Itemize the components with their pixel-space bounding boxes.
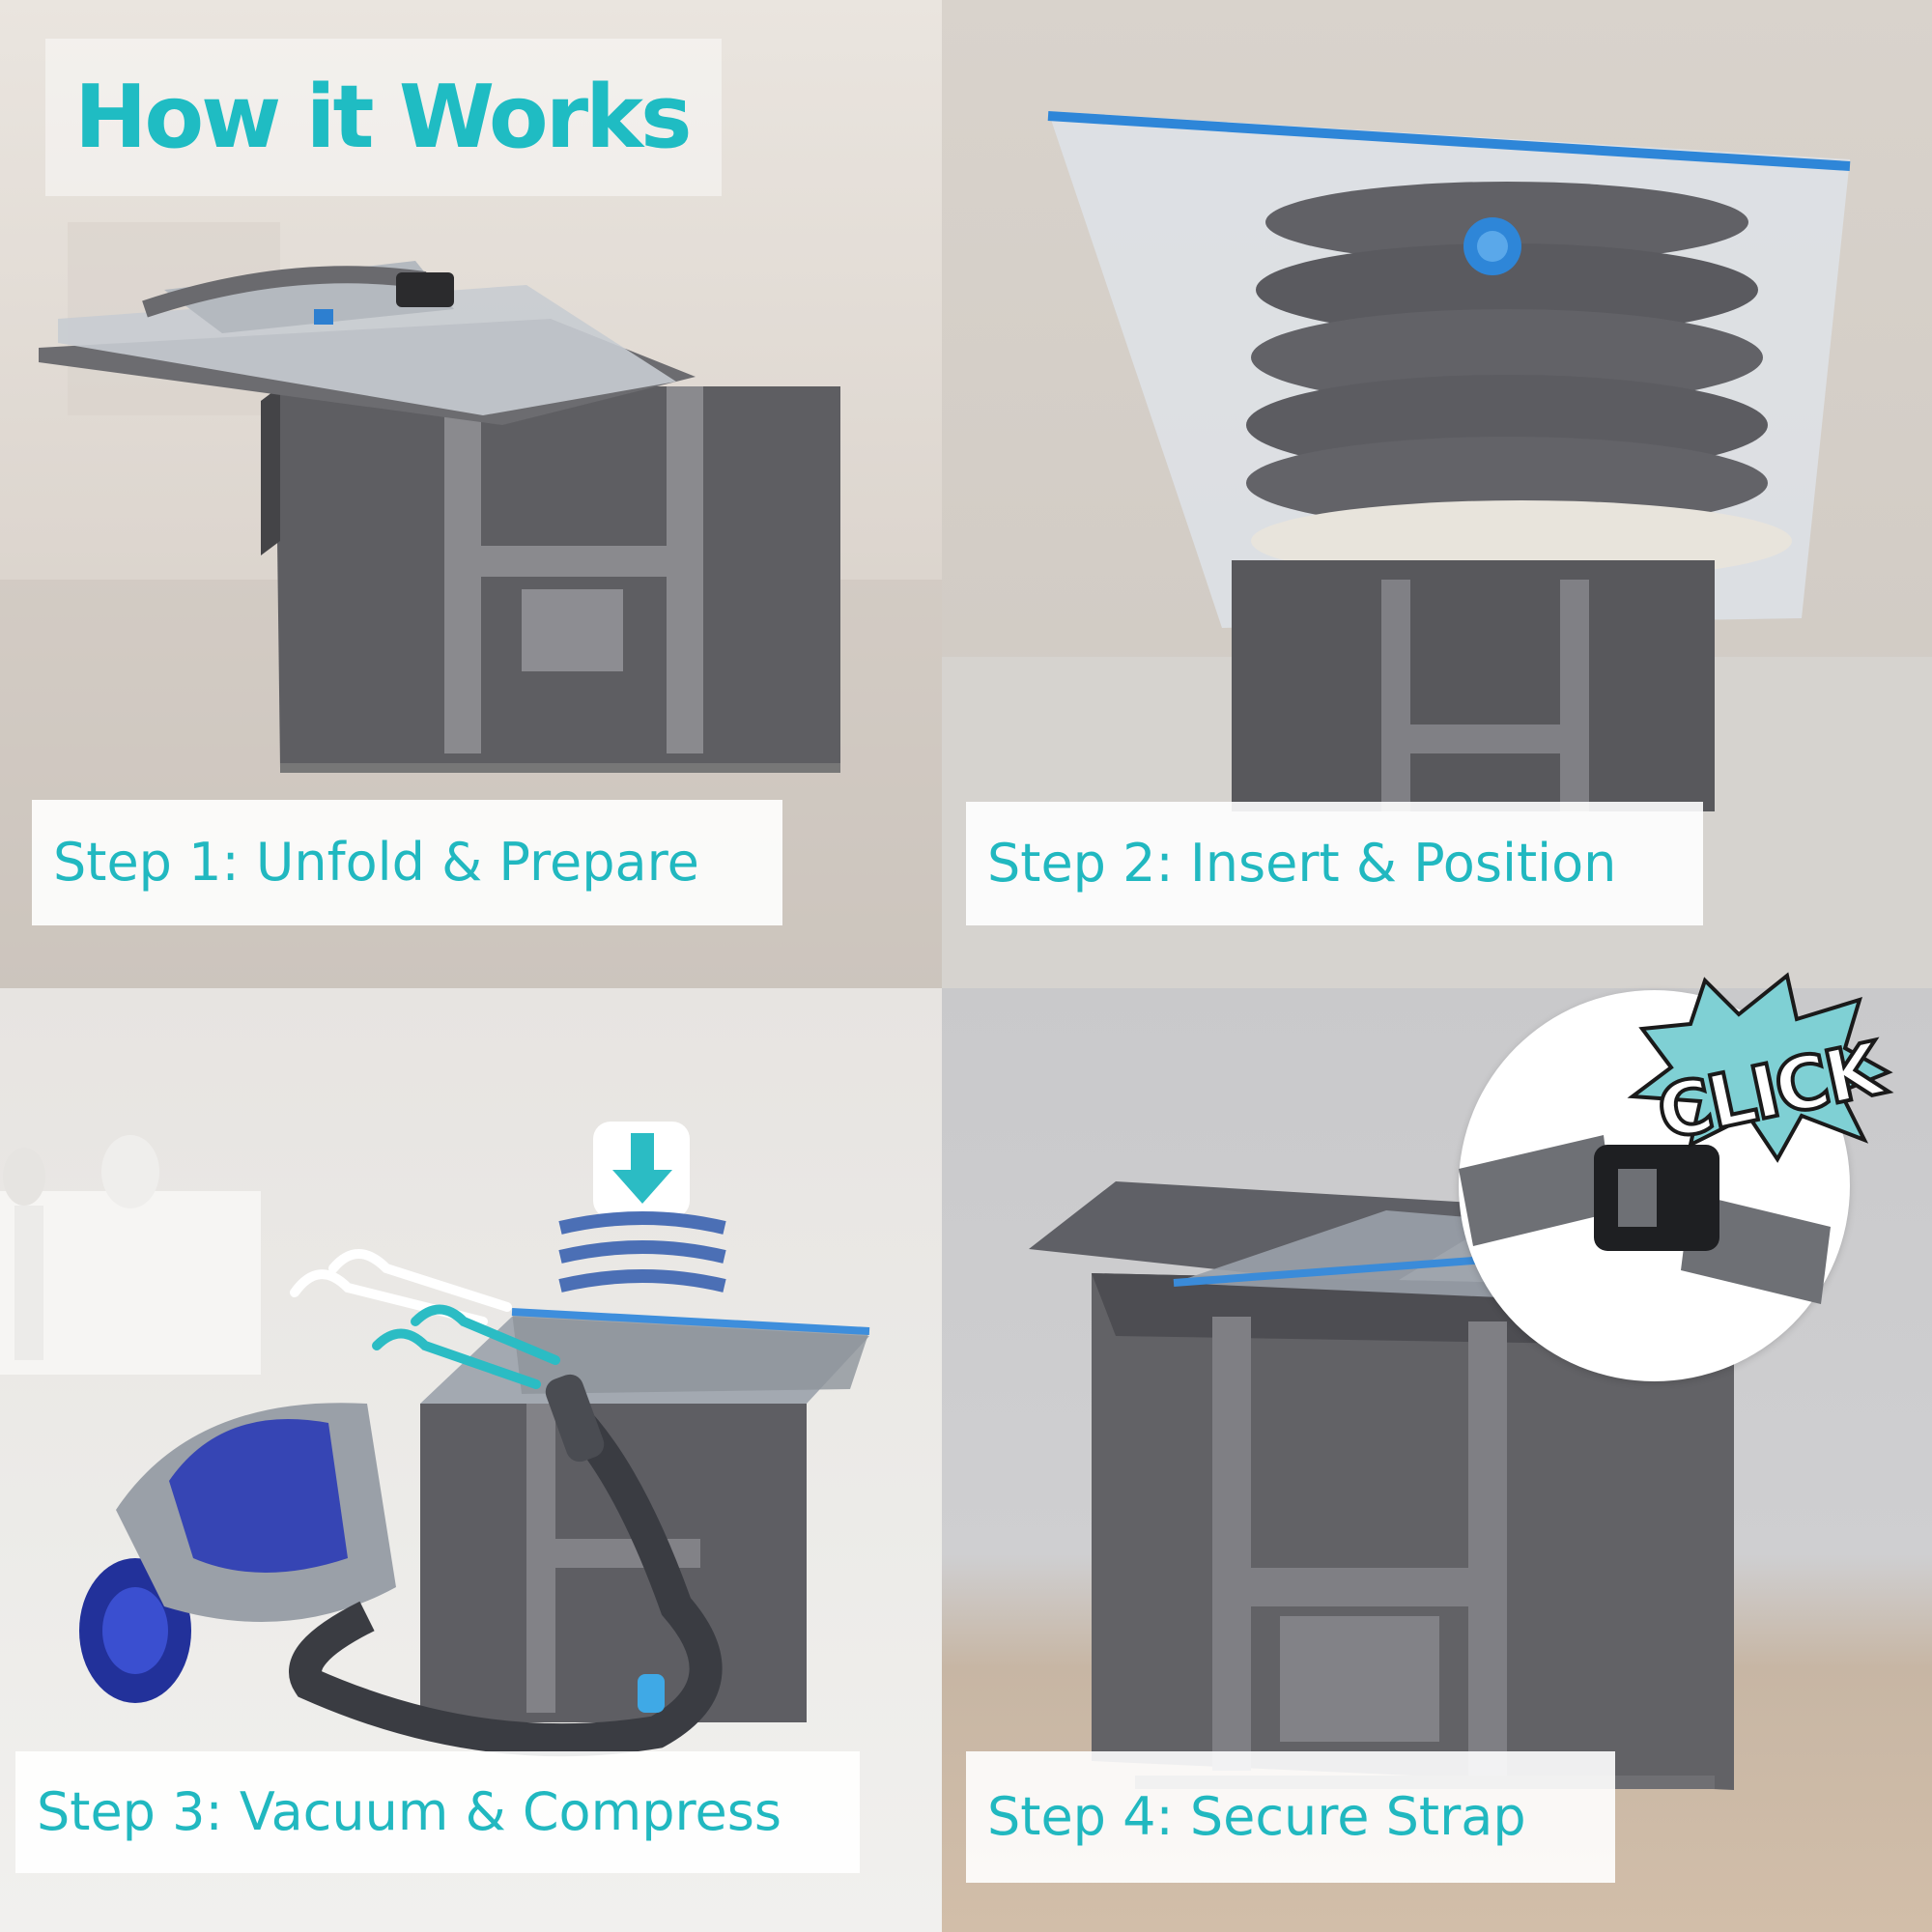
- down-arrow-compress-icon: [558, 1122, 726, 1293]
- step1-label: Step 1: Unfold & Prepare: [32, 800, 782, 925]
- step2-panel: Step 2: Insert & Position: [942, 0, 1932, 988]
- air-flow-icon: [290, 1249, 560, 1389]
- title-box: How it Works: [45, 39, 722, 196]
- step3-label: Step 3: Vacuum & Compress: [15, 1751, 860, 1873]
- step3-illustration: [0, 1122, 870, 1757]
- click-burst-icon: [1627, 972, 1893, 1163]
- step1-panel: How it Works Step 1: Unfold & Prepare: [0, 0, 942, 988]
- step1-illustration: [0, 222, 942, 988]
- step4-label: Step 4: Secure Strap: [966, 1751, 1615, 1883]
- step3-panel: Step 3: Vacuum & Compress: [0, 988, 942, 1932]
- page-title: How it Works: [74, 67, 693, 168]
- buckle-icon: [1459, 1135, 1831, 1304]
- step2-label: Step 2: Insert & Position: [966, 802, 1703, 925]
